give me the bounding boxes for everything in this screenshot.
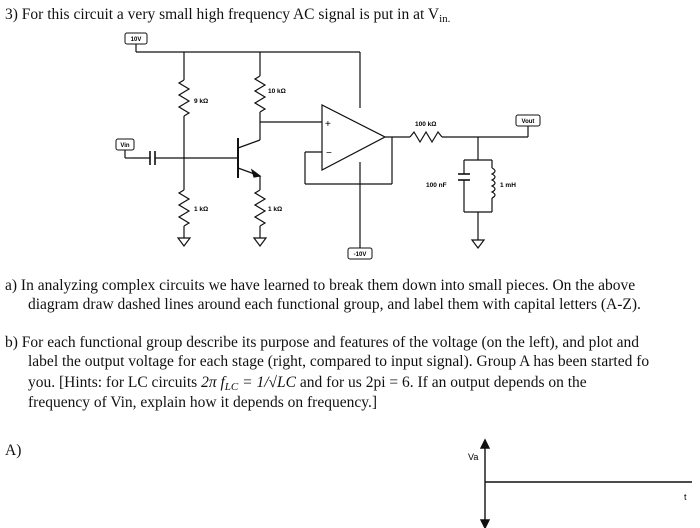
formula-rhs: = 1/√LC — [242, 374, 296, 391]
resistor-100k — [409, 130, 443, 144]
part-b-line3: you. [Hints: for LC circuits 2π fLC = 1/… — [28, 373, 587, 397]
label-1k-right: 1 kΩ — [268, 206, 282, 213]
opamp-triangle — [321, 104, 387, 171]
circuit-diagram: 10V -10V Vin Vout 9 kΩ 10 kΩ 1 kΩ 1 kΩ 1… — [115, 32, 541, 260]
label-9k: 9 kΩ — [194, 98, 208, 105]
ground-right-icon — [470, 239, 486, 249]
question-title: 3) For this circuit a very small high fr… — [5, 5, 450, 29]
part-b-line2: label the output voltage for each stage … — [28, 353, 650, 370]
part-a-line2: diagram draw dashed lines around each fu… — [28, 296, 641, 313]
resistor-10k — [253, 75, 267, 113]
formula-lhs: 2π f — [201, 374, 225, 391]
supply-10v-box — [124, 32, 148, 45]
axis-x-label: t — [684, 492, 687, 502]
label-1k-left: 1 kΩ — [194, 206, 208, 213]
inductor-coil — [490, 167, 496, 199]
vout-label: Vout — [522, 119, 535, 125]
formula: 2π fLC = 1/√LC — [201, 374, 296, 393]
label-10k: 10 kΩ — [268, 88, 286, 95]
resistor-1k-left — [177, 189, 191, 227]
opamp-minus: − — [326, 148, 332, 159]
label-100nf: 100 nF — [426, 182, 447, 189]
vout-box — [515, 114, 541, 127]
formula-sub: LC — [224, 381, 239, 393]
resistor-1k-right — [253, 189, 267, 227]
part-a-line1: a) In analyzing complex circuits we have… — [5, 277, 636, 294]
group-a-plot: Va t — [468, 438, 692, 528]
supply-10v-label: 10V — [131, 37, 142, 43]
group-a-label: A) — [5, 442, 22, 459]
hint-prefix: you. [Hints: for LC circuits — [28, 374, 198, 391]
question-title-text: 3) For this circuit a very small high fr… — [5, 6, 440, 23]
supply-neg10v-label: -10V — [354, 252, 367, 258]
label-1mh: 1 mH — [500, 182, 516, 189]
ground-mid-icon — [252, 237, 268, 247]
hint-suffix: and for us 2pi = 6. If an output depends… — [299, 374, 587, 391]
resistor-9k — [177, 79, 191, 117]
question-title-subscript: in. — [439, 13, 451, 25]
part-b-line1: b) For each functional group describe it… — [5, 334, 640, 351]
axis-y-label: Va — [468, 452, 478, 462]
part-b-line4: frequency of Vin, explain how it depends… — [28, 394, 377, 411]
vin-label: Vin — [120, 143, 130, 149]
ground-left-icon — [176, 237, 192, 247]
label-100k: 100 kΩ — [415, 121, 436, 128]
opamp-plus: + — [325, 119, 331, 130]
supply-neg10v-box — [347, 247, 373, 260]
